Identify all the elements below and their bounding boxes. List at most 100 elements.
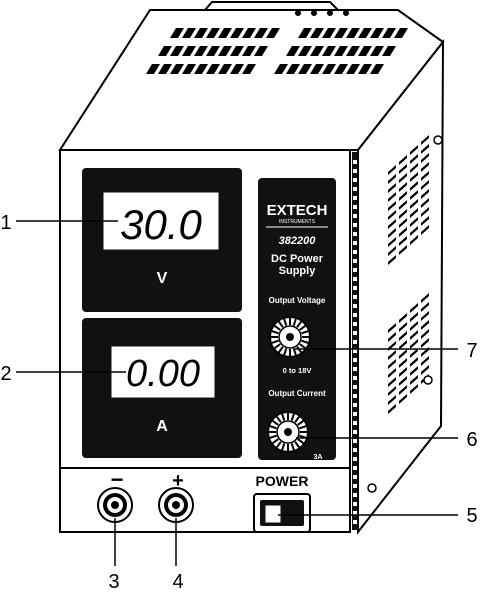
side-vent-slot	[421, 162, 429, 172]
side-vent-slot	[388, 165, 396, 175]
side-vent-slot	[421, 180, 429, 190]
rail-notch	[353, 412, 357, 416]
knob-ridge	[281, 413, 286, 421]
rail-notch	[353, 367, 357, 371]
side-screw	[367, 483, 377, 493]
power-label: POWER	[256, 473, 309, 489]
positive-terminal[interactable]	[158, 487, 194, 523]
side-vent-slot	[421, 338, 429, 348]
rail-notch	[353, 196, 357, 200]
top-vent-slot	[310, 46, 324, 56]
knob-ridge	[276, 416, 282, 423]
rail-notch	[353, 232, 357, 236]
top-vent-slot	[242, 64, 256, 74]
knob-ridge	[272, 438, 279, 444]
side-vent-slot	[388, 192, 396, 202]
knob-ridge	[299, 343, 306, 349]
rail-notch	[353, 430, 357, 434]
side-vent-slot	[410, 303, 418, 313]
knob-ridge	[283, 318, 288, 326]
side-vent-slot	[421, 144, 429, 154]
side-vent-slot	[399, 385, 407, 395]
side-vent-slot	[421, 293, 429, 303]
output-voltage-range: 0 to 18V	[283, 366, 312, 375]
rail-notch	[353, 322, 357, 326]
side-vent-slot	[399, 331, 407, 341]
knob-ridge	[271, 339, 279, 344]
side-vent-slot	[410, 384, 418, 394]
rail-notch	[353, 223, 357, 227]
top-vent-slot	[346, 64, 360, 74]
side-vent-slot	[421, 356, 429, 366]
side-vent-slot	[399, 218, 407, 228]
side-vent-slot	[410, 339, 418, 349]
top-vent-slot	[334, 64, 348, 74]
top-vent-slot	[310, 28, 324, 38]
side-vent-slot	[388, 332, 396, 342]
top-vents	[146, 28, 408, 74]
voltage-knob[interactable]	[269, 316, 311, 358]
top-vent-slot	[182, 28, 196, 38]
top-vent-slot	[218, 64, 232, 74]
side-vent-slot	[388, 255, 396, 265]
top-vent-slot	[358, 46, 372, 56]
rail-notch	[353, 331, 357, 335]
side-vent-slot	[410, 181, 418, 191]
side-vent-slot	[421, 302, 429, 312]
knob-ridge	[290, 443, 295, 451]
rail-notch	[353, 241, 357, 245]
top-vent-slot	[182, 46, 196, 56]
power-switch[interactable]	[253, 493, 311, 533]
cabinet-top-handle	[204, 1, 339, 11]
side-vent-slot	[388, 219, 396, 229]
side-vent-slot	[410, 235, 418, 245]
side-vent-slot	[410, 154, 418, 164]
top-vent-slot	[254, 46, 268, 56]
top-vent-slot	[370, 46, 384, 56]
side-vent-slot	[399, 313, 407, 323]
top-vent-slot	[206, 28, 220, 38]
rail-notch	[353, 439, 357, 443]
rail-notch	[353, 169, 357, 173]
top-vent-slot	[242, 28, 256, 38]
model-number: 382200	[279, 235, 317, 247]
side-vent-slot	[399, 227, 407, 237]
top-vent-slot	[194, 64, 208, 74]
rail-notch	[353, 313, 357, 317]
rail-notch	[353, 268, 357, 272]
side-vent-slot	[421, 171, 429, 181]
side-vent-slot	[399, 209, 407, 219]
top-vent-slot	[206, 46, 220, 56]
voltage-unit: V	[157, 270, 168, 287]
rail-notch	[353, 421, 357, 425]
current-knob[interactable]	[267, 411, 309, 453]
side-vents	[388, 135, 429, 414]
side-vent-slot	[388, 174, 396, 184]
side-vent-slot	[399, 340, 407, 350]
rail-notch	[353, 448, 357, 452]
top-vent-slot	[254, 28, 268, 38]
callout-1: 1	[0, 212, 11, 234]
knob-ridge	[269, 425, 277, 430]
side-vent-slot	[388, 183, 396, 193]
side-vent-slot	[410, 208, 418, 218]
top-vent-slot	[346, 46, 360, 56]
side-vent-slot	[410, 312, 418, 322]
side-vent-slot	[421, 189, 429, 199]
side-vent-slot	[421, 225, 429, 235]
side-vent-slot	[388, 377, 396, 387]
rail-notch	[353, 376, 357, 380]
callout-3: 3	[108, 571, 119, 593]
side-vent-slot	[421, 320, 429, 330]
current-unit: A	[156, 418, 168, 435]
top-vent-slot	[298, 28, 312, 38]
side-vent-slot	[421, 216, 429, 226]
side-vent-slot	[399, 200, 407, 210]
side-screw	[433, 135, 443, 145]
top-vent-slot	[298, 64, 312, 74]
side-vent-slot	[421, 198, 429, 208]
knob-ridge	[294, 416, 300, 423]
negative-terminal[interactable]	[97, 487, 133, 523]
side-vent-slot	[410, 217, 418, 227]
side-vent-slot	[399, 367, 407, 377]
